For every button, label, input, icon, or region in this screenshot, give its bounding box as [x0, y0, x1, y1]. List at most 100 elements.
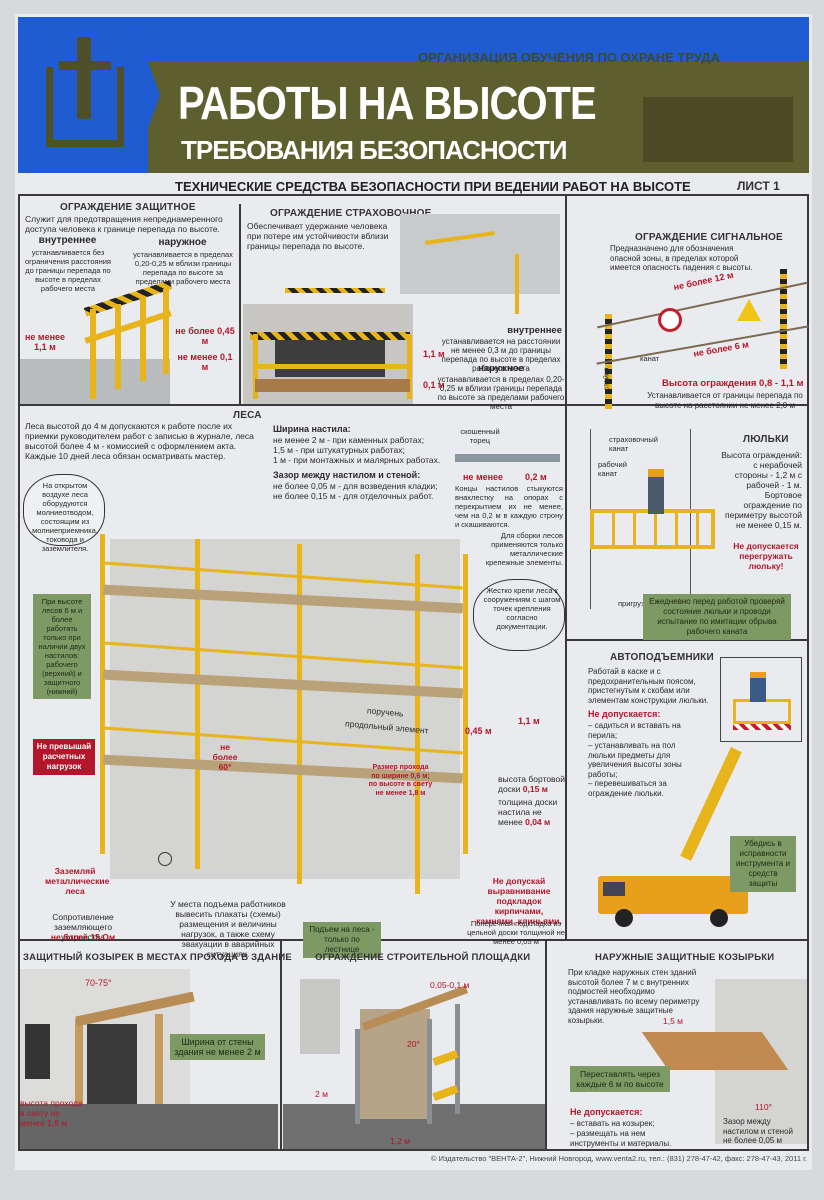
height-label: 0,1 м: [423, 380, 445, 390]
section-title: ТЕХНИЧЕСКИЕ СРЕДСТВА БЕЗОПАСНОСТИ ПРИ ВЕ…: [175, 179, 691, 194]
site-title: ОГРАЖДЕНИЕ СТРОИТЕЛЬНОЙ ПЛОЩАДКИ: [315, 952, 531, 963]
leveling-warning: Не допускай выравнивание подкладок кирпи…: [476, 876, 562, 926]
footer-publisher: © Издательство "ВЕНТА-2", Нижний Новгоро…: [430, 1154, 807, 1163]
ground-note: Заземляй металлические леса: [45, 866, 110, 896]
lift-basket-illustration: [720, 657, 802, 742]
angle-label: 70-75°: [85, 978, 112, 988]
no-pedestrian-sign-icon: [658, 308, 682, 332]
sheet-number: ЛИСТ 1: [737, 179, 780, 193]
scaffold-desc: Леса высотой до 4 м допускаются к работе…: [25, 421, 254, 461]
fence-height: Высота ограждения 0,8 - 1,1 м: [662, 378, 804, 389]
distance-label: не более 12 м: [672, 269, 735, 293]
outer-text: устанавливается в пределах 0,20-0,25 м в…: [133, 250, 233, 286]
height-label: не менее 1,1 м: [24, 332, 66, 352]
cradle-warning: Не допускается перегружать люльку!: [733, 541, 799, 571]
safety-desc: Обеспечивает удержание человека при поте…: [247, 221, 389, 251]
gap-label: 0,05-0,1 м: [430, 980, 470, 990]
attach-note: Жестко крепи леса к сооружениям с шагом …: [483, 586, 561, 631]
overlap-label: не менее: [463, 472, 504, 482]
deck-width-item: 1,5 м - при штукатурных работах;: [273, 445, 405, 455]
gap-item: не более 0,05 м - для возведения кладки;: [273, 481, 438, 491]
thickness-label: толщина доски настила не менее: [498, 797, 558, 827]
outer-heading: наружное: [478, 363, 524, 374]
lift-item: – перевешиваться за ограждение люльки.: [588, 779, 667, 798]
header: ОРГАНИЗАЦИЯ ОБУЧЕНИЯ ПО ОХРАНЕ ТРУДА РАБ…: [18, 17, 809, 173]
inner-heading: внутреннее: [38, 235, 97, 246]
height-label: не более 0,45 м: [175, 326, 235, 346]
inner-text: устанавливается на расстоянии не менее 0…: [441, 337, 561, 373]
ladder-note: Подъем на леса - только по лестнице: [303, 922, 381, 958]
posters-note: У места подъема работников вывесить плак…: [170, 899, 286, 959]
outer-item: – вставать на козырек;: [570, 1119, 655, 1128]
metal-note: Для сборки лесов применяются только мета…: [485, 531, 563, 567]
canopy-title: ЗАЩИТНЫЙ КОЗЫРЕК В МЕСТАХ ПРОХОДА В ЗДАН…: [23, 952, 292, 963]
lift-text: Работай в каске и с предохранительным по…: [588, 667, 709, 705]
gap-item: не более 0,15 м - для отделочных работ.: [273, 491, 434, 501]
bevel-label: скошенный торец: [460, 427, 500, 445]
outer-heading: наружное: [158, 237, 207, 248]
work-rope-label: рабочий канат: [598, 460, 627, 478]
deck-width-item: не менее 2 м - при каменных работах;: [273, 435, 425, 445]
gap-heading: Зазор между настилом и стеной:: [273, 470, 421, 480]
cradle-title: ЛЮЛЬКИ: [743, 434, 789, 445]
protective-desc: Служит для предотвращения непреднамеренн…: [25, 214, 223, 234]
cross-support-note: Поперечная подкладка из цельной доски то…: [467, 919, 565, 946]
post-label: стойка: [601, 367, 611, 391]
two-decks-note: При высоте лесов 6 м и более работать то…: [33, 594, 91, 699]
worker-silhouette: [643, 97, 793, 162]
scaffold-title: ЛЕСА: [233, 410, 262, 421]
inner-heading: внутреннее: [507, 325, 562, 336]
cradle-check-note: Ежедневно перед работой проверяй состоян…: [643, 594, 791, 640]
overlap-value: 0,2 м: [525, 472, 547, 482]
width-label: 1,2 м: [390, 1136, 411, 1146]
passage-note: Размер прохода по ширине 0,6 м; по высот…: [368, 764, 433, 797]
angle-label: не более 60°: [212, 742, 238, 772]
page-subtitle: ТРЕБОВАНИЯ БЕЗОПАСНОСТИ: [181, 135, 568, 165]
outer-title: НАРУЖНЫЕ ЗАЩИТНЫЕ КОЗЫРЬКИ: [595, 952, 775, 963]
outer-item: – размещать на нем инструменты и материа…: [570, 1129, 672, 1148]
overlap-note: Концы настилов стыкуются внахлестку на о…: [455, 484, 563, 529]
width-label: 1,5 м: [663, 1016, 684, 1026]
height-label: не менее 0,1 м: [177, 352, 233, 372]
speech-bubble: [23, 474, 105, 546]
signal-note: Устанавливается от границы перепада по в…: [647, 391, 803, 410]
board-value: 0,15 м: [522, 784, 548, 794]
height-label: 1,1 м: [518, 716, 540, 726]
safety-title: ОГРАЖДЕНИЕ СТРАХОВОЧНОЕ: [270, 208, 432, 219]
canopy-width-note: Ширина от стены здания не менее 2 м: [170, 1034, 265, 1060]
gap-note: Зазор между настилом и стеной не более 0…: [723, 1117, 793, 1145]
angle-label: 20°: [407, 1039, 420, 1049]
safety-rope-label: страховочный канат: [609, 435, 658, 453]
rope-label: канат: [640, 354, 660, 363]
poster: ОРГАНИЗАЦИЯ ОБУЧЕНИЯ ПО ОХРАНЕ ТРУДА РАБ…: [15, 14, 812, 1170]
protective-title: ОГРАЖДЕНИЕ ЗАЩИТНОЕ: [60, 202, 196, 213]
height-label: 2 м: [315, 1089, 328, 1099]
outer-text: При кладке наружных стен зданий высотой …: [568, 968, 700, 1025]
signal-desc: Предназначено для обозначения опасной зо…: [610, 244, 753, 272]
lift-title: АВТОПОДЪЕМНИКИ: [610, 652, 714, 663]
logo-icon: [46, 37, 124, 147]
cradle-text: Высота ограждений: с нерабочей стороны -…: [721, 450, 802, 530]
height-label: 0,45 м: [465, 726, 492, 736]
outer-text: устанавливается в пределах 0,20-0,25 м в…: [437, 375, 565, 411]
resistance-note: Сопротивление заземляющего устройства: [52, 912, 114, 942]
lightning-note: На открытом воздухе леса оборудуются мол…: [32, 481, 98, 553]
ground-icon: [158, 852, 172, 866]
lift-warning: Не допускается:: [588, 709, 661, 719]
lift-item: – устанавливать на пол люльки предметы д…: [588, 741, 682, 779]
lift-item: – садиться и вставать на перила;: [588, 721, 681, 740]
falling-load-sign-icon: [737, 299, 761, 321]
resistance-value: не более 15 Ом: [50, 932, 116, 942]
org-name: ОРГАНИЗАЦИЯ ОБУЧЕНИЯ ПО ОХРАНЕ ТРУДА: [418, 50, 720, 65]
height-label: 1,1 м: [423, 349, 445, 359]
board-label: высота бортовой доски: [498, 774, 565, 794]
move-note: Переставлять через каждые 6 м по высоте: [570, 1066, 670, 1092]
page-title: РАБОТЫ НА ВЫСОТЕ: [178, 78, 597, 130]
overload-warning: Не превышай расчетных нагрузок: [33, 739, 95, 775]
angle-label: 110°: [755, 1102, 772, 1112]
deck-width-item: 1 м - при монтажных и малярных работах.: [273, 455, 441, 465]
cradle-illustration: [590, 509, 715, 549]
canopy-height-note: высота прохода в свету не менее 1,8 м: [20, 1098, 83, 1128]
deck-width-heading: Ширина настила:: [273, 424, 351, 434]
weights-label: пригрузы: [618, 599, 650, 608]
